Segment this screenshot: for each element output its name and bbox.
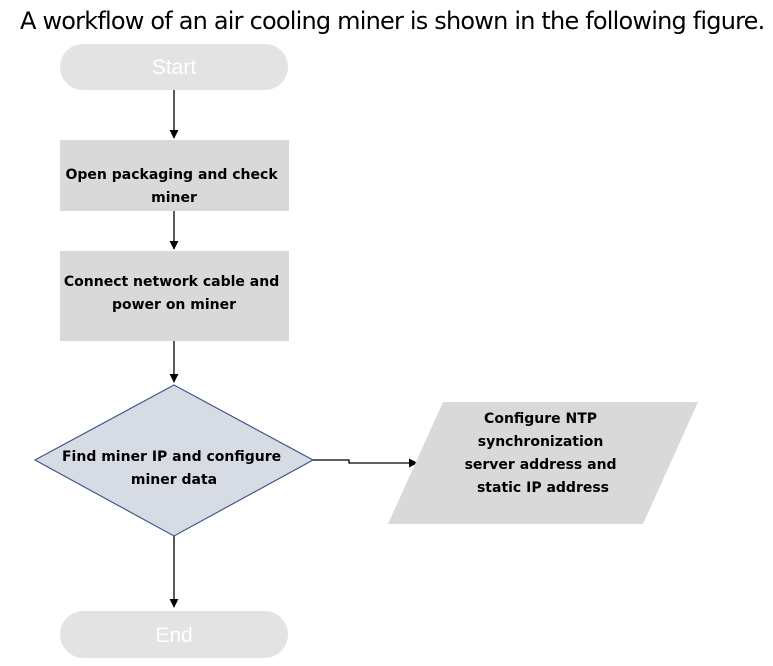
svg-text:Connect network cable and: Connect network cable and power on miner [64,274,284,313]
data-configure-ntp: Configure NTP synchronization server add… [388,402,698,524]
arrow-find-to-configure [313,458,418,468]
configure-line-4: static IP address [477,480,609,496]
decision-find-miner-ip: Find miner IP and configure miner data [33,384,315,537]
start-label: Start [152,56,197,79]
start-node: Start [60,44,288,90]
intro-text: A workflow of an air cooling miner is sh… [20,7,765,35]
svg-text:Find miner IP and configure: Find miner IP and configure miner data [62,449,286,488]
configure-line-1: Configure NTP [484,411,597,427]
configure-line-2: synchronization [478,434,604,450]
decision-line-1: Find miner IP and configure [62,449,281,465]
step-open-packaging-line-1: Open packaging and check [65,167,278,183]
step-connect-network-line-1: Connect network cable and [64,274,279,290]
step-open-packaging: Open packaging and check miner [60,140,289,211]
svg-text:Open packaging and check: Open packaging and check miner [65,167,282,206]
step-connect-network-line-2: power on miner [112,297,236,313]
decision-line-2: miner data [131,472,217,488]
end-label: End [155,624,192,647]
configure-line-3: server address and [465,457,617,473]
end-node: End [60,611,288,658]
step-connect-network: Connect network cable and power on miner [60,251,289,341]
svg-text:Configure NTP synchroniz: Configure NTP synchronization server add… [465,411,622,496]
step-open-packaging-line-2: miner [151,190,197,206]
